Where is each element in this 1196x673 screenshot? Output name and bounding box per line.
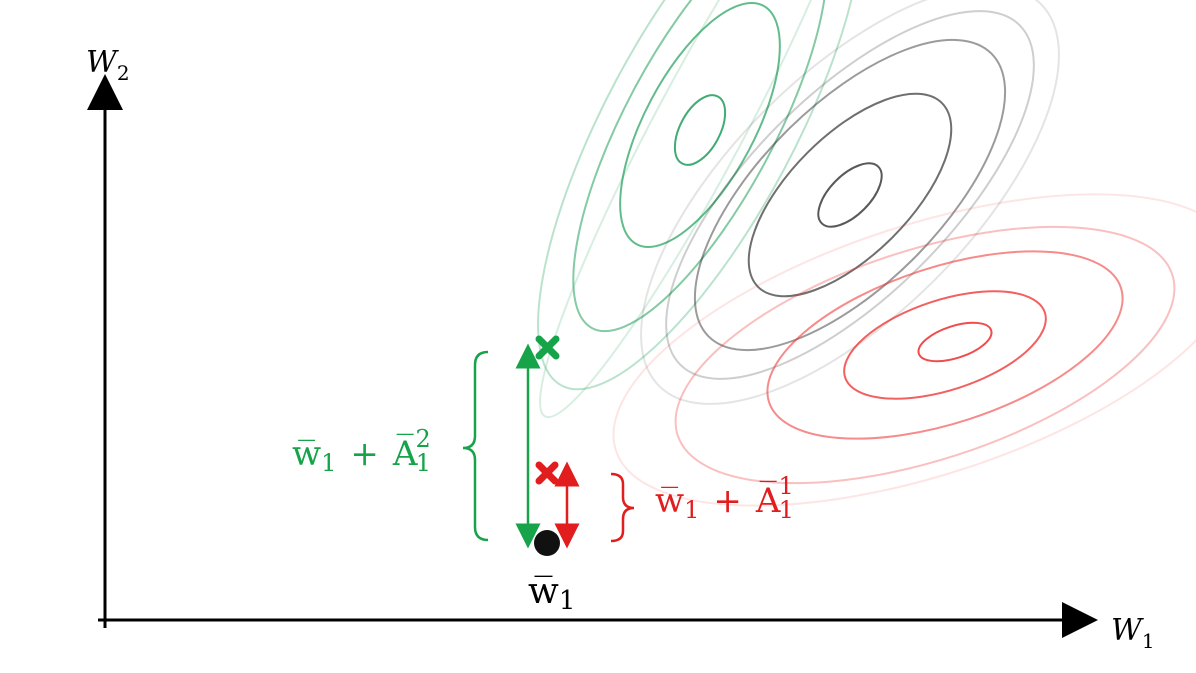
red-contours	[612, 193, 1196, 507]
red-contour-ring-2	[843, 290, 1047, 400]
red-contour-ring-5	[612, 193, 1196, 507]
gray-contour-ring-4	[665, 10, 1035, 380]
green-contour-ring-2	[619, 2, 781, 248]
red-contour-ring-1	[917, 321, 993, 363]
green-brace	[462, 350, 489, 542]
gray-contours	[640, 0, 1060, 405]
green-contour-ring-1	[673, 94, 727, 166]
red-x-marker	[535, 461, 559, 485]
red-contour-ring-4	[674, 225, 1176, 485]
gray-contour-ring-2	[747, 92, 953, 298]
y-axis-label: W2	[86, 45, 130, 85]
x-axis-label: W1	[1111, 613, 1155, 653]
green-contours	[537, 0, 863, 419]
red-brace	[610, 472, 635, 543]
origin-point	[534, 530, 560, 556]
axes	[87, 74, 1098, 638]
green-contour-ring-3	[572, 0, 828, 333]
green-x-marker	[535, 335, 560, 360]
red-contour-ring-3	[766, 250, 1124, 440]
gray-contour-ring-3	[693, 38, 1007, 352]
gray-contour-ring-5	[640, 0, 1060, 405]
point-label: w̅1	[528, 571, 575, 616]
gray-contour-ring-1	[817, 162, 883, 228]
green-contour-ring-4	[537, 0, 863, 391]
